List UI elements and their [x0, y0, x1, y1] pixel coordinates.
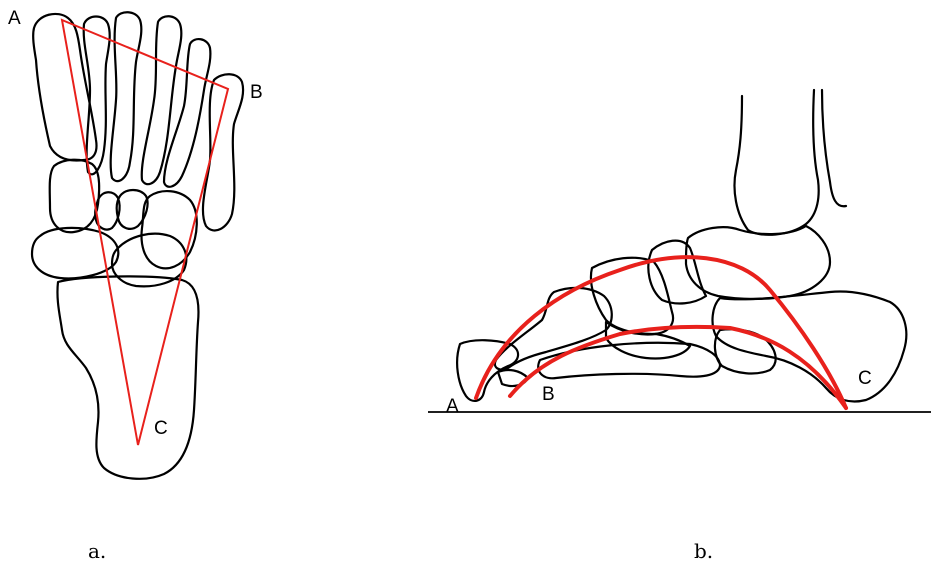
point-a-label: A — [8, 8, 21, 29]
point-b-label-lateral: B — [542, 384, 555, 405]
tibia-bone — [735, 90, 819, 235]
medial-cuneiform-bone — [50, 160, 99, 233]
fibula-bone — [822, 90, 846, 206]
point-c-label: C — [154, 418, 168, 439]
point-a-label-lateral: A — [446, 396, 459, 417]
cuboid-bone — [142, 191, 197, 268]
navicular-bone-lateral — [648, 241, 706, 304]
figure-b-bones — [457, 90, 906, 402]
fourth-toe-bone — [142, 16, 182, 184]
figure-b-lateral-view: A B C b. — [428, 90, 931, 563]
figure-a-dorsal-view: A B C a. — [8, 8, 263, 563]
navicular-bone — [32, 228, 118, 278]
figure-b-caption: b. — [694, 539, 713, 563]
talus-bone-lateral — [686, 226, 830, 299]
calcaneus-bone — [57, 276, 198, 478]
calcaneus-bone-lateral — [713, 291, 907, 401]
fifth-metatarsal-bone — [203, 74, 243, 230]
figure-a-caption: a. — [88, 539, 106, 563]
lateral-metatarsal-bone — [538, 343, 720, 379]
point-b-label: B — [250, 82, 263, 103]
third-toe-bone — [111, 12, 142, 181]
point-c-label-lateral: C — [858, 368, 872, 389]
